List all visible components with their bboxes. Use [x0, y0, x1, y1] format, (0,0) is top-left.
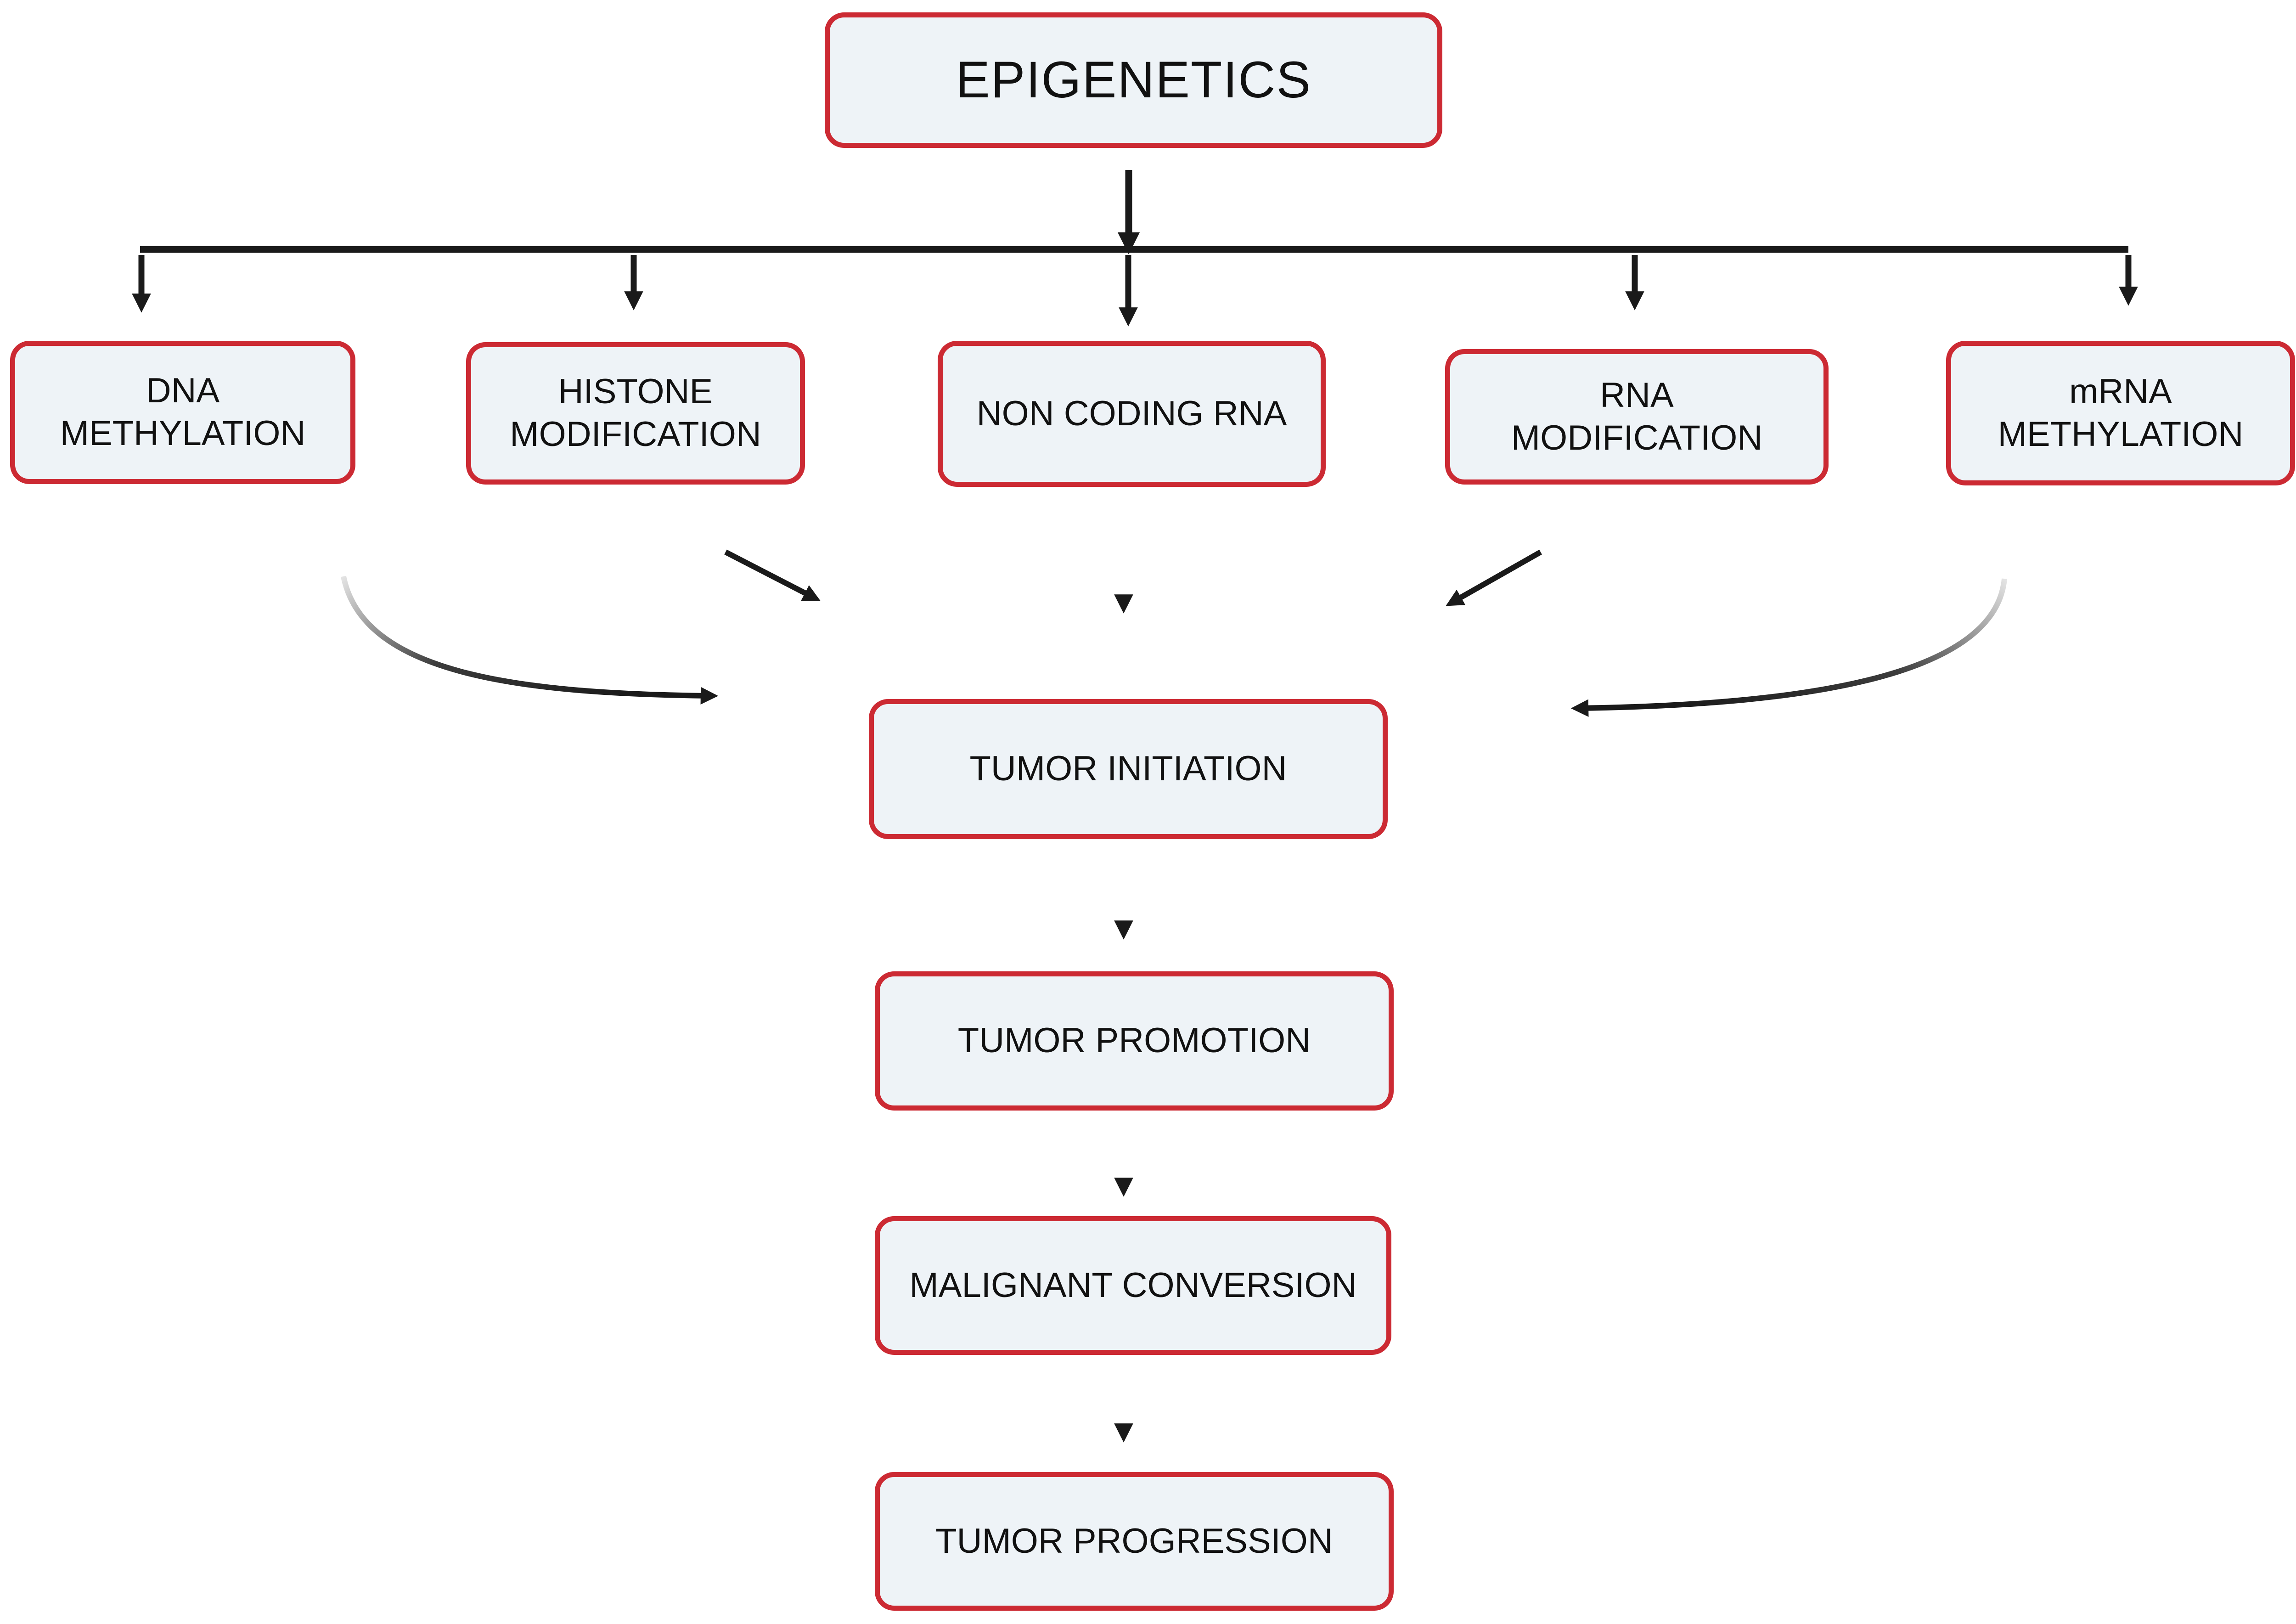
arrow-diagonal-icon	[724, 549, 821, 601]
root-label: EPIGENETICS	[955, 51, 1312, 109]
stage-label: TUMOR INITIATION	[969, 749, 1287, 789]
mechanism-label-line1: DNA	[146, 371, 220, 411]
mechanism-label: RNA MODIFICATION	[1511, 374, 1762, 459]
mechanism-label: mRNA METHYLATION	[1998, 371, 2244, 456]
mechanism-label-line2: METHYLATION	[60, 414, 306, 453]
curved-arrow-icon	[341, 575, 719, 705]
stage-node-malignant-conversion: MALIGNANT CONVERSION	[875, 1216, 1391, 1355]
mechanism-label-line1: NON CODING RNA	[976, 394, 1287, 433]
arrow-diagonal-icon	[1446, 549, 1542, 606]
mechanism-node-dna-methylation: DNA METHYLATION	[10, 341, 355, 484]
mechanism-node-mrna-methylation: mRNA METHYLATION	[1946, 341, 2295, 485]
epigenetics-root-node: EPIGENETICS	[825, 12, 1442, 148]
stage-node-tumor-initiation: TUMOR INITIATION	[869, 699, 1388, 839]
mechanism-label: HISTONE MODIFICATION	[510, 371, 761, 456]
mechanism-label-line2: MODIFICATION	[1511, 418, 1763, 457]
stage-label: MALIGNANT CONVERSION	[909, 1265, 1357, 1305]
mechanism-label-line1: mRNA	[2069, 372, 2172, 411]
mechanism-label: DNA METHYLATION	[60, 370, 306, 455]
stage-label: TUMOR PROGRESSION	[935, 1521, 1333, 1561]
mechanism-label: NON CODING RNA	[977, 393, 1287, 435]
mechanism-node-non-coding-rna: NON CODING RNA	[938, 341, 1326, 487]
mechanism-node-histone-modification: HISTONE MODIFICATION	[466, 342, 805, 485]
stage-label: TUMOR PROMOTION	[957, 1021, 1311, 1060]
mechanism-node-rna-modification: RNA MODIFICATION	[1445, 349, 1829, 485]
stage-node-tumor-promotion: TUMOR PROMOTION	[875, 971, 1394, 1111]
mechanism-label-line2: MODIFICATION	[510, 415, 761, 454]
mechanism-label-line2: METHYLATION	[1998, 414, 2244, 454]
curved-arrow-icon	[1570, 578, 2007, 717]
stage-node-tumor-progression: TUMOR PROGRESSION	[875, 1472, 1394, 1611]
mechanism-label-line1: RNA	[1600, 375, 1674, 415]
mechanism-label-line1: HISTONE	[558, 372, 713, 412]
